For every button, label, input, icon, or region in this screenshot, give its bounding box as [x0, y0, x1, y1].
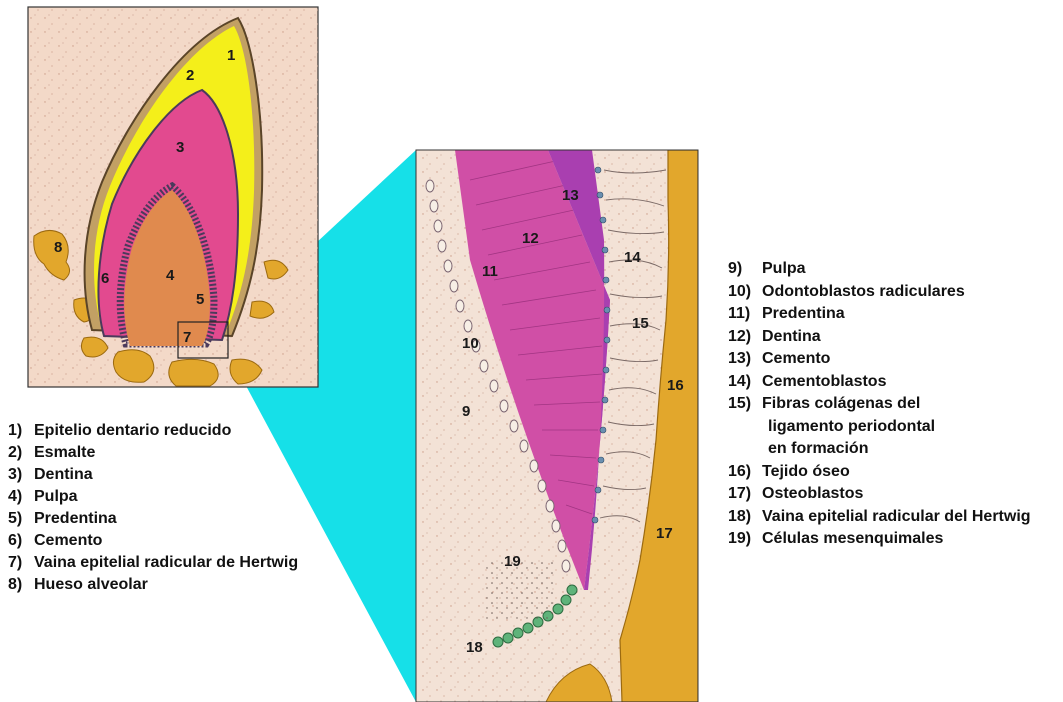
- label-9: 9: [462, 403, 470, 420]
- label-13: 13: [562, 187, 579, 204]
- legend-item: 15)Fibras colágenas del ligamento period…: [728, 393, 1031, 461]
- label-19: 19: [504, 553, 521, 570]
- legend-item: 14)Cementoblastos: [728, 371, 1031, 394]
- legend-item: 6)Cemento: [8, 530, 298, 552]
- legend-item: 16)Tejido óseo: [728, 461, 1031, 484]
- label-3: 3: [176, 139, 184, 156]
- legend-item: 1)Epitelio dentario reducido: [8, 420, 298, 442]
- label-2: 2: [186, 67, 194, 84]
- legend-item: 18)Vaina epitelial radicular del Hertwig: [728, 506, 1031, 529]
- legend-item: 11)Predentina: [728, 303, 1031, 326]
- overview-panel: 1 2 3 4 5 6 7 8: [28, 7, 318, 387]
- legend-item: 12)Dentina: [728, 326, 1031, 349]
- legend-item: 5)Predentina: [8, 508, 298, 530]
- label-12: 12: [522, 230, 539, 247]
- label-7: 7: [183, 329, 191, 346]
- legend-item: 19)Células mesenquimales: [728, 528, 1031, 551]
- legend-item: 2)Esmalte: [8, 442, 298, 464]
- legend-item: 10)Odontoblastos radiculares: [728, 281, 1031, 304]
- legend-item: 13)Cemento: [728, 348, 1031, 371]
- mesenchymal-cells: [486, 560, 556, 620]
- legend-item: 4)Pulpa: [8, 486, 298, 508]
- label-10: 10: [462, 335, 479, 352]
- legend-left: 1)Epitelio dentario reducido 2)Esmalte 3…: [8, 420, 298, 596]
- label-16: 16: [667, 377, 684, 394]
- label-17: 17: [656, 525, 673, 542]
- label-14: 14: [624, 249, 641, 266]
- legend-item: 7)Vaina epitelial radicular de Hertwig: [8, 552, 298, 574]
- legend-item: 3)Dentina: [8, 464, 298, 486]
- legend-item-continuation: ligamento periodontal: [728, 416, 1031, 439]
- detail-panel: 9 10 11 12 13 14 15 16 17 18 19: [416, 150, 698, 702]
- label-11: 11: [482, 263, 498, 280]
- label-6: 6: [101, 270, 109, 287]
- label-5: 5: [196, 291, 204, 308]
- legend-item: 17)Osteoblastos: [728, 483, 1031, 506]
- label-1: 1: [227, 47, 235, 64]
- label-8: 8: [54, 239, 62, 256]
- legend-item: 9)Pulpa: [728, 258, 1031, 281]
- legend-item: 8)Hueso alveolar: [8, 574, 298, 596]
- label-4: 4: [166, 267, 175, 284]
- legend-item-continuation: en formación: [728, 438, 1031, 461]
- label-15: 15: [632, 315, 649, 332]
- legend-right: 9)Pulpa 10)Odontoblastos radiculares 11)…: [728, 258, 1031, 551]
- label-18: 18: [466, 639, 483, 656]
